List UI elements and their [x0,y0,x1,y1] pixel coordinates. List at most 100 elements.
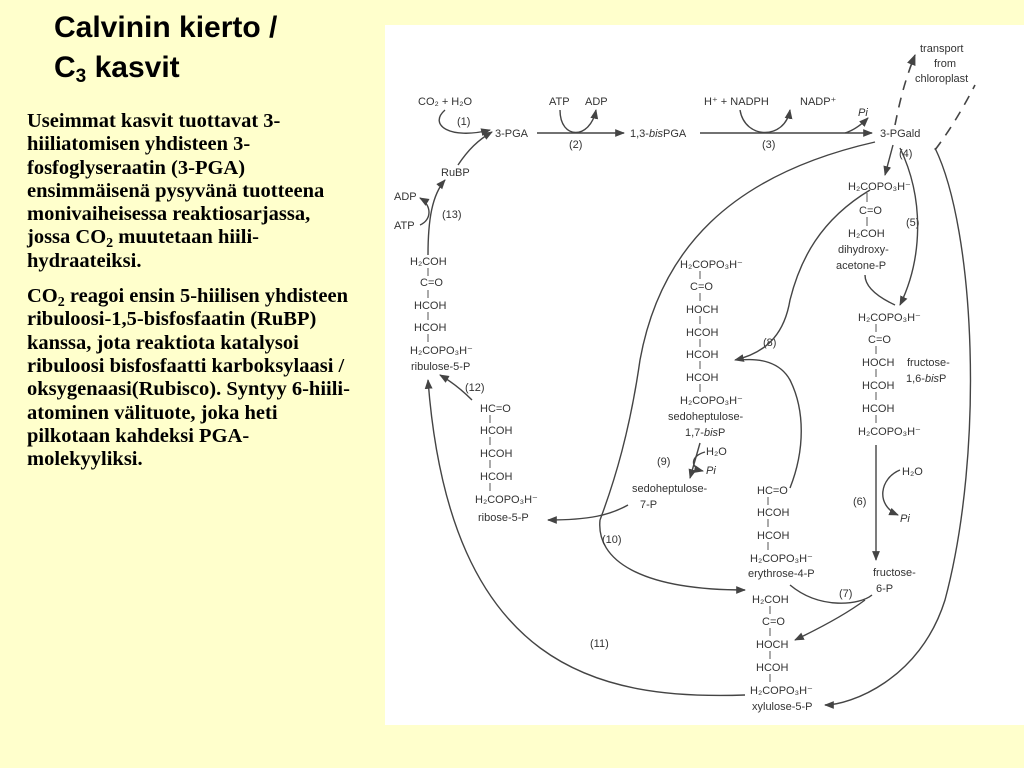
arrow-step8-dhap [734,189,871,362]
dhap-structure: H₂COPO₃H⁻ C=O H₂COH dihydroxy- acetone-P [836,181,911,272]
arrow-step5-dhap [864,274,896,306]
arrow-atp-adp [559,109,599,134]
fbp-c4: HCOH [862,380,894,392]
x5p-c5: H₂COPO₃H⁻ [750,685,813,697]
step-label-13: (13) [442,209,462,221]
paragraph-2: CO2 reagoi ensin 5-hiilisen yhdisteen ri… [27,285,357,471]
arrow-h2o-pi-9 [692,451,706,473]
r5p-c3: HCOH [480,448,512,460]
arrow-h2o-pi-6 [882,469,901,516]
step-label-5: (5) [906,217,919,229]
sbp-c7: H₂COPO₃H⁻ [680,395,743,407]
arrow-step13 [427,179,446,256]
sbp-c3: HOCH [686,304,718,316]
dhap-name-2: acetone-P [836,260,886,272]
co2-h2o-label: CO₂ + H₂O [418,96,473,108]
title-line1: Calvinin kierto / [54,11,278,44]
pi-step6: Pi [900,513,910,525]
sbp-name-2: 1,7-bisP [685,427,725,439]
transport-arrow [894,53,916,126]
fbp-name-2: 1,6-bisP [906,373,946,385]
ribose-5-p-structure: HC=O HCOH HCOH HCOH H₂COPO₃H⁻ ribose-5-P [475,403,538,524]
r5p-c4: HCOH [480,471,512,483]
e4p-structure: HC=O HCOH HCOH H₂COPO₃H⁻ erythrose-4-P [748,485,815,580]
x5p-c2: C=O [762,616,785,628]
r5p-c2: HCOH [480,425,512,437]
step-label-9: (9) [657,456,670,468]
ru5p-c1: H₂COH [410,256,447,268]
p1-text-a: Useimmat kasvit tuottavat 3-hiiliatomise… [27,110,325,249]
step-label-7: (7) [839,588,852,600]
arrow-step8-e4p [739,358,802,489]
s7p-name-1: sedoheptulose- [632,483,708,495]
fbp-name-2a: 1,6- [906,373,925,385]
arrow-step10-to-x5p [599,519,746,594]
transport-line1: transport [920,43,963,55]
arrow-nadph-nadp [739,109,793,134]
paragraph-1: Useimmat kasvit tuottavat 3-hiiliatomise… [27,110,357,273]
x5p-c4: HCOH [756,662,788,674]
sbp-structure: H₂COPO₃H⁻ C=O HOCH HCOH HCOH HCOH H₂COPO… [668,259,744,439]
transport-line2: from [934,58,956,70]
s7p-name-2: 7-P [640,499,657,511]
bispga-label: 1,3-bisPGA [630,128,687,140]
dhap-c2: C=O [859,205,882,217]
r5p-name: ribose-5-P [478,512,529,524]
x5p-structure: H₂COH C=O HOCH HCOH H₂COPO₃H⁻ xylulose-5… [750,594,813,713]
h2o-step6: H₂O [902,466,923,478]
bispga-a: 1,3- [630,128,649,140]
sbp-name-2c: P [718,427,725,439]
arrow-pgald-to-step10 [599,141,876,521]
transport-line3: chloroplast [915,73,968,85]
step-label-10: (10) [602,534,622,546]
step-label-4: (4) [899,148,912,160]
arrow-step12 [439,374,473,401]
e4p-c1: HC=O [757,485,788,497]
step-label-12: (12) [465,382,485,394]
pgald-label: 3-PGald [880,128,920,140]
ru5p-c5: H₂COPO₃H⁻ [410,345,473,357]
sbp-c1: H₂COPO₃H⁻ [680,259,743,271]
p2-text-b: reagoi ensin 5-hiilisen yhdisteen ribulo… [27,285,350,471]
atp-top-label: ATP [549,96,570,108]
ru5p-c2: C=O [420,277,443,289]
dhap-c1: H₂COPO₃H⁻ [848,181,911,193]
calvin-cycle-svg: CO₂ + H₂O (1) 3-PGA ATP ADP (2) 1,3-bisP… [394,43,976,713]
p2-sub: 2 [57,295,65,311]
sbp-c2: C=O [690,281,713,293]
e4p-name: erythrose-4-P [748,568,815,580]
fbp-c6: H₂COPO₃H⁻ [858,426,921,438]
atp-left-label: ATP [394,220,415,232]
r5p-c5: H₂COPO₃H⁻ [475,494,538,506]
fbp-structure: H₂COPO₃H⁻ C=O HOCH HCOH HCOH H₂COPO₃H⁻ f… [858,312,950,438]
fbp-name-2b: bis [925,373,940,385]
dhap-c3: H₂COH [848,228,885,240]
e4p-c2: HCOH [757,507,789,519]
f6p-name-1: fructose- [873,567,916,579]
x5p-c3: HOCH [756,639,788,651]
p2-text-a: CO [27,285,58,308]
x5p-name: xylulose-5-P [752,701,813,713]
arrow-step1 [438,109,491,136]
fbp-name-2c: P [939,373,946,385]
fbp-c3: HOCH [862,357,894,369]
bispga-b: bis [649,128,664,140]
title-line2-prefix: C [54,51,76,84]
sbp-c5: HCOH [686,349,718,361]
e4p-c4: H₂COPO₃H⁻ [750,553,813,565]
rubp-label: RuBP [441,167,470,179]
bispga-c: PGA [663,128,687,140]
sbp-name-2a: 1,7- [685,427,704,439]
pga-label: 3-PGA [495,128,529,140]
e4p-c3: HCOH [757,530,789,542]
arrow-step10 [547,504,629,524]
fbp-name-1: fructose- [907,357,950,369]
f6p-name-2: 6-P [876,583,893,595]
sbp-name-1: sedoheptulose- [668,411,744,423]
adp-top-label: ADP [585,96,608,108]
calvin-cycle-diagram: CO₂ + H₂O (1) 3-PGA ATP ADP (2) 1,3-bisP… [385,25,1024,725]
p1-text-b: muutetaan hiili-hydraateiksi. [27,226,259,272]
ribulose-5-p-structure: H₂COH C=O HCOH HCOH H₂COPO₃H⁻ ribulose-5… [410,256,473,373]
dhap-name-1: dihydroxy- [838,244,889,256]
step-label-6: (6) [853,496,866,508]
